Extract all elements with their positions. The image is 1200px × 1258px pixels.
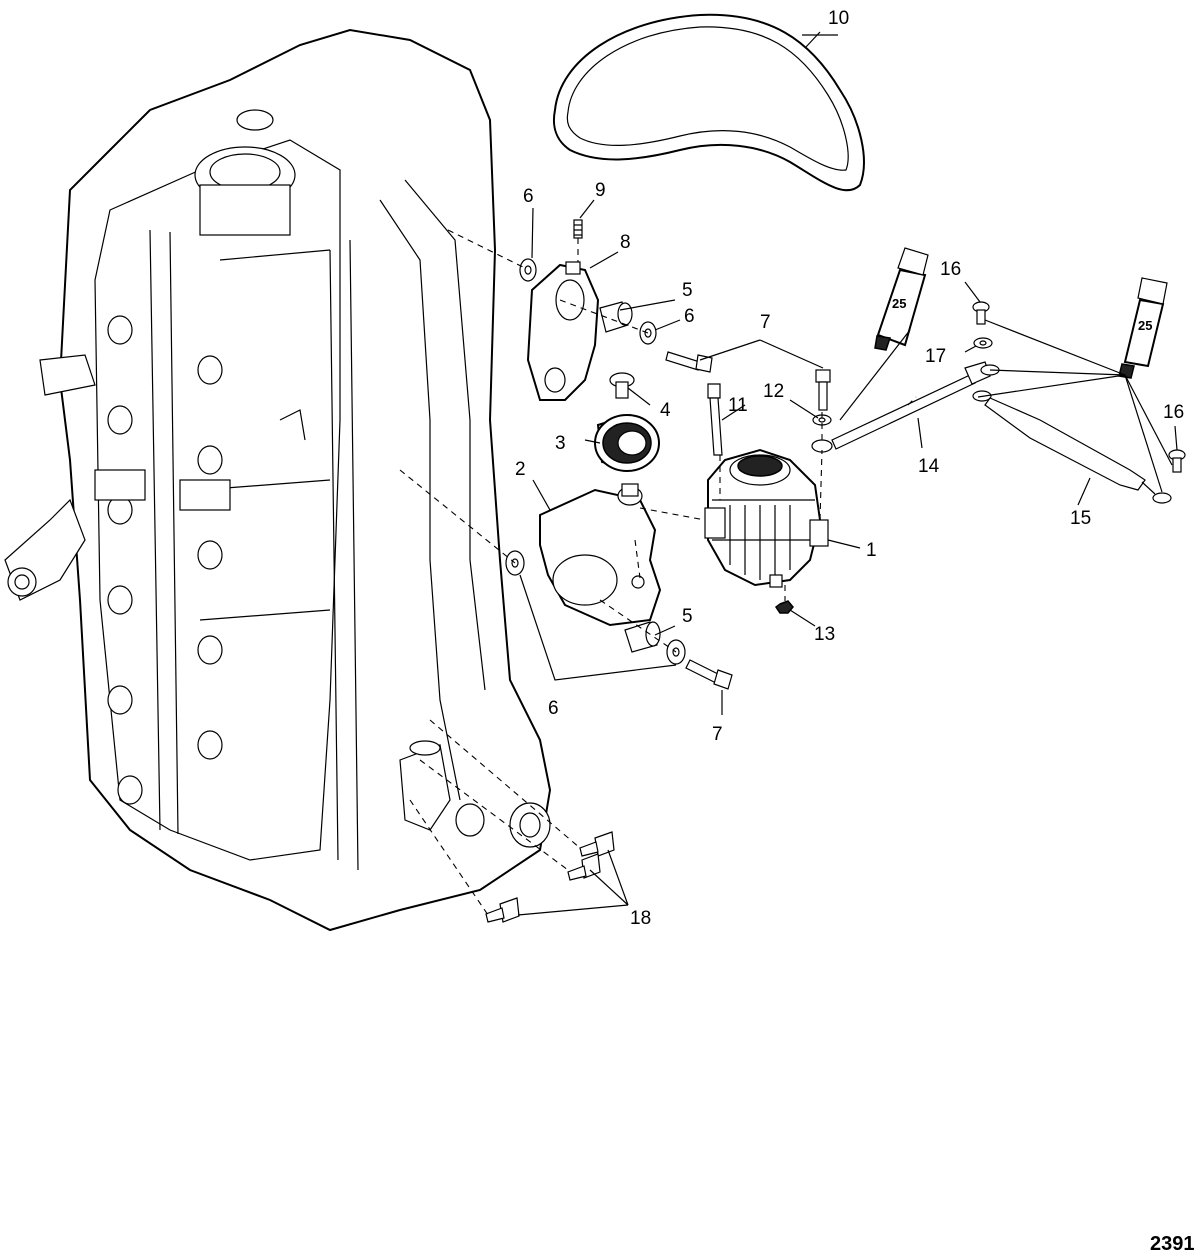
pulley-bolt: [609, 372, 635, 399]
sealant-tube-label-right: 25: [1138, 318, 1152, 333]
callout-4: 4: [660, 400, 671, 421]
washer-upper-left: [519, 258, 537, 282]
screw-lower: [1168, 449, 1186, 473]
nut: [774, 600, 794, 614]
callout-7-upper: 7: [760, 312, 771, 333]
idler-pulley: [594, 413, 660, 472]
sealant-tube-left: 25: [874, 247, 929, 351]
callout-16-upper: 16: [940, 259, 961, 280]
bolt-lower: [685, 659, 733, 690]
callout-10: 10: [828, 8, 849, 29]
callout-6-bottom: 6: [548, 698, 559, 719]
callout-15: 15: [1070, 508, 1091, 529]
figure-id: 2391: [1150, 1233, 1195, 1255]
ground-strap: [972, 390, 1172, 504]
callout-11: 11: [728, 395, 748, 416]
washer-17: [973, 337, 993, 349]
callout-13: 13: [814, 624, 835, 645]
leader-lines: [517, 31, 1178, 916]
callout-7-lower: 7: [712, 724, 723, 745]
callout-3: 3: [555, 433, 566, 454]
mounting-bracket: [526, 261, 600, 401]
callout-5-upper: 5: [682, 280, 693, 301]
callout-17: 17: [925, 346, 946, 367]
long-bolt: [707, 383, 723, 456]
alignment-lines: [399, 229, 917, 916]
sealant-tube-label-left: 25: [892, 296, 906, 311]
push-fastener-bottom: [485, 897, 520, 923]
callout-6-top: 6: [523, 186, 534, 207]
drive-belt: [552, 13, 865, 192]
callout-5-lower: 5: [682, 606, 693, 627]
alternator: [704, 448, 829, 588]
push-fastener-middle: [567, 853, 601, 881]
spacer-lower: [624, 621, 661, 653]
callout-1: 1: [866, 540, 877, 561]
sealant-tube-right: 25: [1118, 277, 1168, 379]
callout-9: 9: [595, 180, 606, 201]
push-fastener-top: [579, 831, 615, 857]
callout-12: 12: [763, 381, 784, 402]
callout-2: 2: [515, 459, 526, 480]
belt-tensioner: [539, 483, 662, 627]
callout-18: 18: [630, 908, 651, 929]
callout-8: 8: [620, 232, 631, 253]
engine-block: [4, 28, 552, 932]
battery-cable: [811, 361, 1000, 453]
bolt-upper-vertical: [815, 369, 831, 411]
bolt-upper-horizontal: [665, 351, 713, 373]
callout-6-right: 6: [684, 306, 695, 327]
callout-16-lower: 16: [1163, 402, 1184, 423]
screw-upper: [972, 301, 990, 325]
callout-14: 14: [918, 456, 940, 477]
callout-labels: 1 2 3 4 5 5 6 6 6 7 7 8 9 10 11 12 13 14…: [515, 8, 1184, 929]
stud: [573, 219, 583, 239]
